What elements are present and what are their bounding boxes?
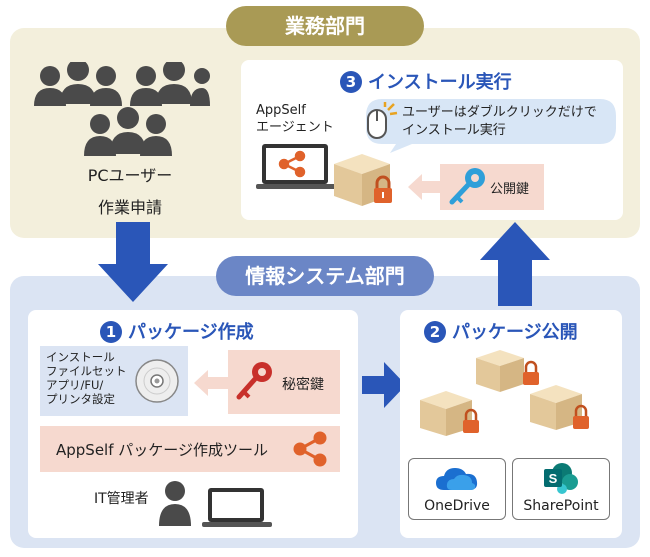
user-icon bbox=[190, 68, 210, 106]
step2-title-text: パッケージ公開 bbox=[452, 322, 578, 343]
package-box-icon bbox=[420, 391, 479, 436]
package-box-icon bbox=[476, 350, 539, 392]
pc-users-icon bbox=[34, 62, 210, 156]
user-icon bbox=[130, 66, 162, 106]
step2-title: 2 パッケージ公開 bbox=[424, 318, 578, 344]
speech-bubble-text: ユーザーはダブルクリックだけで インストール実行 bbox=[402, 105, 597, 138]
mouse-click-icon bbox=[367, 102, 398, 139]
share-icon bbox=[278, 150, 306, 178]
onedrive-label: OneDrive bbox=[424, 498, 490, 514]
onedrive-cloud-icon bbox=[436, 468, 478, 490]
secret-key-icon bbox=[236, 362, 272, 400]
step2-number: 2 bbox=[424, 321, 446, 343]
pc-user-label: PCユーザー bbox=[87, 166, 173, 185]
arrow-up-icon bbox=[480, 222, 550, 306]
business-dept-label: 業務部門 bbox=[226, 6, 424, 46]
appself-agent-label: AppSelf エージェント bbox=[256, 103, 334, 135]
user-icon bbox=[34, 66, 66, 106]
step1-title: 1 パッケージ作成 bbox=[100, 318, 254, 344]
click-spark-icon bbox=[383, 102, 398, 116]
package-box-icon bbox=[334, 154, 392, 206]
user-icon bbox=[60, 62, 96, 104]
lock-icon bbox=[523, 360, 539, 385]
secret-key-box bbox=[228, 350, 340, 414]
step1-box bbox=[28, 310, 358, 538]
package-box-icon bbox=[530, 385, 589, 430]
step1-title-text: パッケージ作成 bbox=[128, 322, 254, 343]
user-icon bbox=[90, 66, 122, 106]
arrow-right-icon bbox=[362, 362, 406, 408]
step3-number: 3 bbox=[340, 71, 362, 93]
lock-icon bbox=[463, 408, 479, 433]
public-key-label: 公開鍵 bbox=[490, 182, 530, 197]
it-admin-label: IT管理者 bbox=[94, 491, 149, 507]
lock-icon bbox=[374, 175, 392, 203]
user-icon bbox=[156, 62, 192, 104]
public-key-icon bbox=[449, 168, 485, 205]
step1-number: 1 bbox=[100, 321, 122, 343]
laptop-icon bbox=[256, 144, 336, 189]
share-icon bbox=[293, 431, 327, 467]
laptop-icon bbox=[202, 488, 272, 527]
public-key-box bbox=[440, 164, 544, 210]
user-icon bbox=[84, 114, 116, 156]
svg-text:S: S bbox=[549, 471, 558, 486]
info-dept-label: 情報システム部門 bbox=[216, 256, 434, 296]
arrow-left-light-icon bbox=[408, 174, 444, 200]
arrow-left-light-icon bbox=[194, 370, 230, 396]
arrow-down-icon bbox=[98, 222, 168, 302]
published-packages-icon bbox=[420, 350, 589, 436]
secret-key-label: 秘密鍵 bbox=[282, 377, 324, 393]
package-tool-label: AppSelf パッケージ作成ツール bbox=[56, 441, 268, 459]
cd-disc-icon bbox=[135, 359, 179, 403]
speech-bubble-shape bbox=[366, 99, 616, 153]
user-icon bbox=[140, 114, 172, 156]
step3-title-text: インストール実行 bbox=[368, 72, 512, 93]
user-icon bbox=[110, 107, 146, 154]
sharepoint-logo-icon: S bbox=[544, 463, 578, 494]
lock-icon bbox=[573, 404, 589, 429]
it-admin-user-icon bbox=[159, 481, 191, 526]
work-request-label: 作業申請 bbox=[97, 198, 162, 217]
install-files-label: インストール ファイルセット アプリ/FU/ プリンタ設定 bbox=[46, 350, 127, 406]
sharepoint-label: SharePoint bbox=[523, 498, 599, 514]
package-tool-box bbox=[40, 426, 340, 472]
step3-title: 3 インストール実行 bbox=[340, 68, 512, 94]
